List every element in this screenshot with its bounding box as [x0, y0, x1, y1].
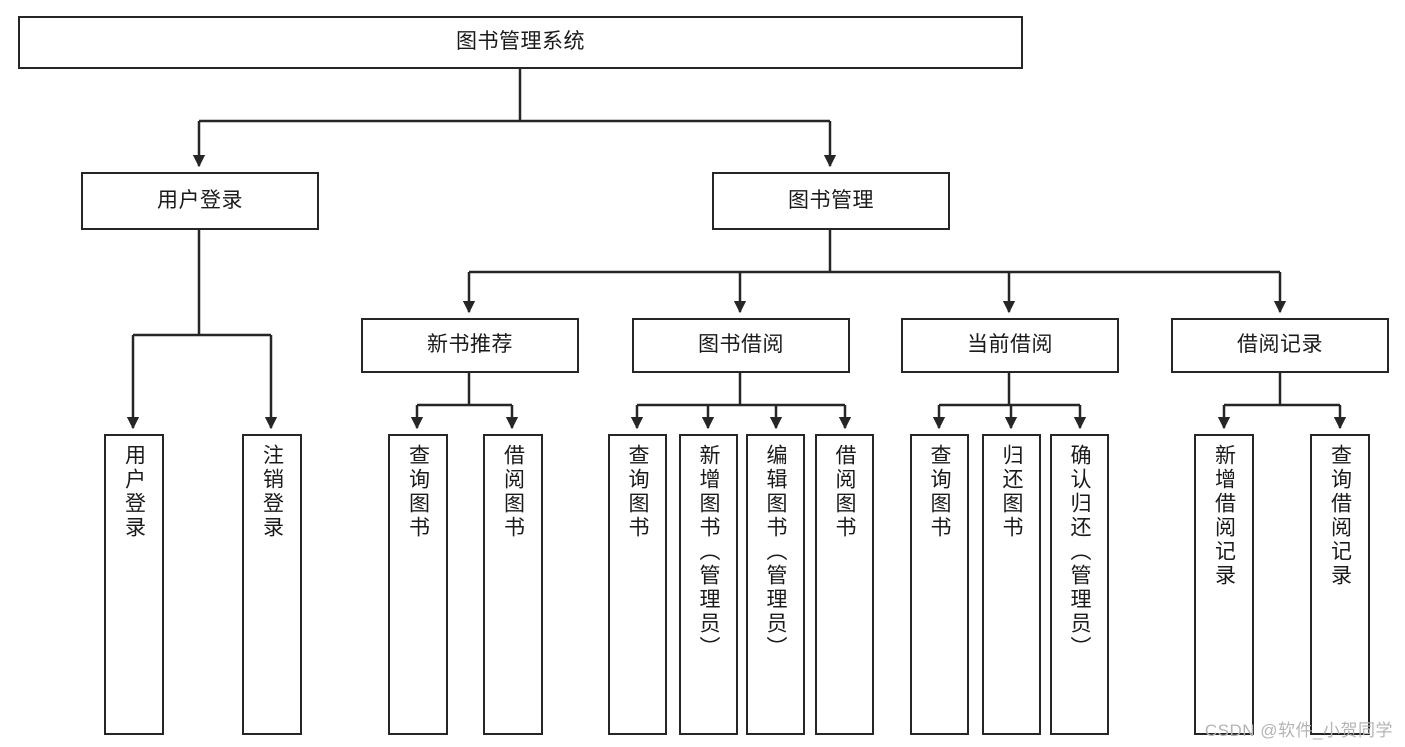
node-new-book-rec-label: 新书推荐 — [427, 333, 513, 357]
node-leaf-query-book-2-label: 查询图书 — [626, 444, 649, 540]
node-leaf-borrow-book-1[interactable]: 借阅图书 — [483, 434, 543, 735]
node-leaf-query-book-1-label: 查询图书 — [406, 444, 430, 540]
node-root[interactable]: 图书管理系统 — [18, 16, 1023, 69]
node-leaf-return-book[interactable]: 归还图书 — [982, 434, 1041, 735]
node-leaf-edit-book[interactable]: 编辑图书（管理员） — [746, 434, 805, 735]
node-leaf-edit-book-label: 编辑图书（管理员） — [764, 444, 787, 660]
node-leaf-borrow-book-1-label: 借阅图书 — [501, 444, 525, 540]
node-root-label: 图书管理系统 — [456, 30, 585, 54]
node-leaf-return-book-label: 归还图书 — [1000, 444, 1023, 540]
node-leaf-logout[interactable]: 注销登录 — [242, 434, 302, 735]
node-book-borrow-label: 图书借阅 — [698, 333, 784, 357]
node-user-login[interactable]: 用户登录 — [81, 172, 319, 230]
node-book-manage-label: 图书管理 — [788, 188, 874, 212]
node-current-borrow[interactable]: 当前借阅 — [901, 318, 1119, 373]
node-leaf-logout-label: 注销登录 — [260, 444, 284, 540]
node-leaf-query-record-label: 查询借阅记录 — [1328, 444, 1352, 588]
node-book-borrow[interactable]: 图书借阅 — [632, 318, 850, 373]
node-user-login-label: 用户登录 — [157, 188, 243, 212]
node-leaf-confirm-return-label: 确认归还（管理员） — [1068, 444, 1091, 660]
node-leaf-query-book-2[interactable]: 查询图书 — [608, 434, 667, 735]
node-leaf-query-record[interactable]: 查询借阅记录 — [1310, 434, 1370, 735]
node-leaf-query-book-1[interactable]: 查询图书 — [388, 434, 448, 735]
node-borrow-record[interactable]: 借阅记录 — [1171, 318, 1389, 373]
watermark-text: CSDN @软件_小贺同学 — [1204, 721, 1393, 740]
node-borrow-record-label: 借阅记录 — [1237, 333, 1323, 357]
node-new-book-rec[interactable]: 新书推荐 — [361, 318, 579, 373]
node-leaf-add-book[interactable]: 新增图书（管理员） — [679, 434, 738, 735]
node-current-borrow-label: 当前借阅 — [967, 333, 1053, 357]
node-leaf-add-book-label: 新增图书（管理员） — [697, 444, 720, 660]
node-leaf-user-login-label: 用户登录 — [122, 444, 146, 540]
node-leaf-query-book-3-label: 查询图书 — [928, 444, 951, 540]
node-leaf-borrow-book-2-label: 借阅图书 — [833, 444, 856, 540]
node-book-manage[interactable]: 图书管理 — [712, 172, 950, 230]
node-leaf-confirm-return[interactable]: 确认归还（管理员） — [1050, 434, 1109, 735]
node-leaf-add-record-label: 新增借阅记录 — [1212, 444, 1236, 588]
node-leaf-user-login[interactable]: 用户登录 — [104, 434, 164, 735]
node-leaf-borrow-book-2[interactable]: 借阅图书 — [815, 434, 874, 735]
node-leaf-query-book-3[interactable]: 查询图书 — [910, 434, 969, 735]
node-leaf-add-record[interactable]: 新增借阅记录 — [1194, 434, 1254, 735]
